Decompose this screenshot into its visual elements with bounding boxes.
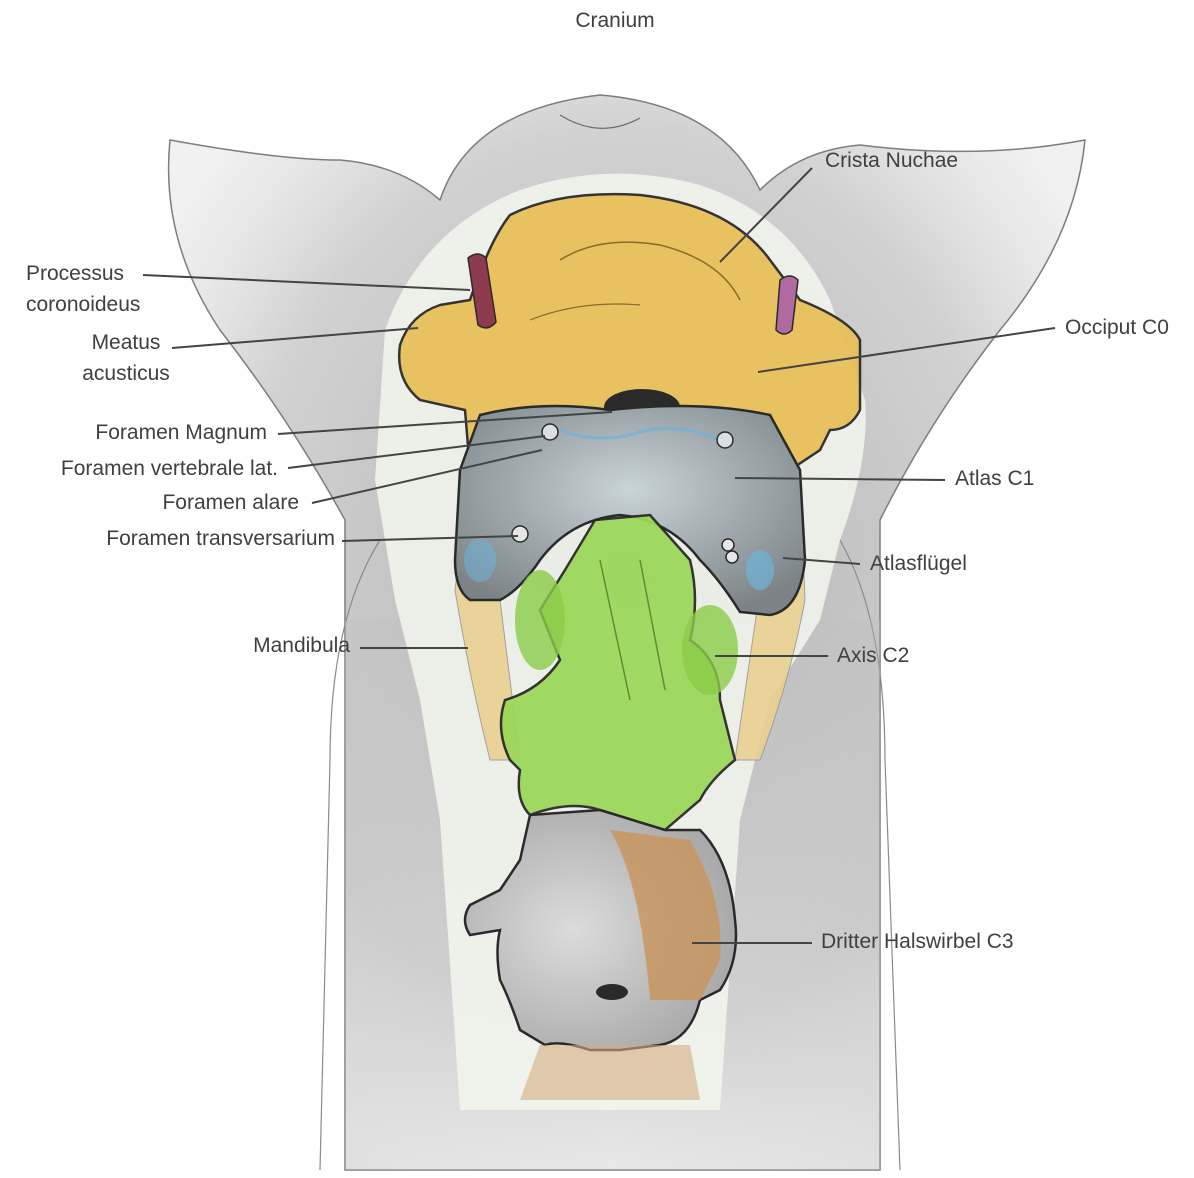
title-cranium: Cranium (520, 5, 710, 36)
label-mandibula: Mandibula (150, 630, 350, 661)
label-processus-line1: Processus (26, 258, 140, 289)
label-foramen-transversarium: Foramen transversarium (40, 523, 335, 554)
label-meatus-line1: Meatus (66, 327, 186, 358)
label-atlasfluegel: Atlasflügel (870, 548, 967, 579)
label-meatus-acusticus: Meatus acusticus (66, 327, 186, 389)
label-c3: Dritter Halswirbel C3 (821, 926, 1014, 957)
label-atlas: Atlas C1 (955, 463, 1034, 494)
label-meatus-line2: acusticus (66, 358, 186, 389)
label-foramen-vertebrale: Foramen vertebrale lat. (10, 453, 278, 484)
label-crista-nuchae: Crista Nuchae (825, 145, 958, 176)
label-processus-coronoideus: Processus coronoideus (26, 258, 140, 320)
label-foramen-alare: Foramen alare (40, 487, 299, 518)
label-processus-line2: coronoideus (26, 289, 140, 320)
label-occiput: Occiput C0 (1065, 312, 1169, 343)
foramen-transversarium-left (512, 526, 528, 542)
label-axis: Axis C2 (837, 640, 909, 671)
label-foramen-magnum: Foramen Magnum (20, 417, 267, 448)
